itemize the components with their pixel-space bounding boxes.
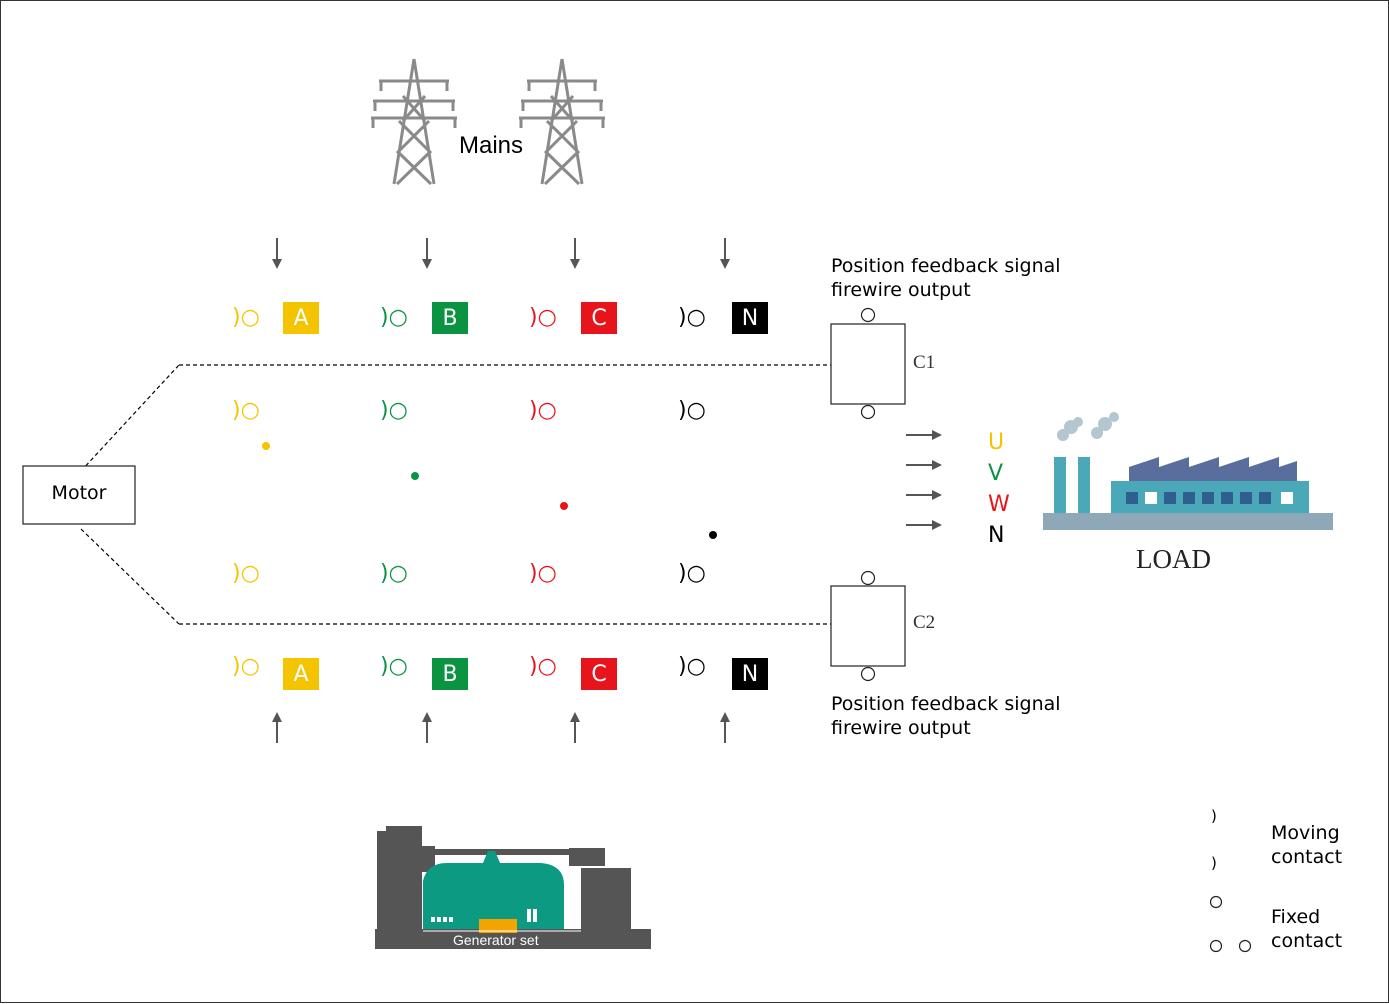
- c1-feedback-note-line2: firewire output: [831, 279, 971, 301]
- phase-box-b: B: [432, 658, 468, 690]
- phase-box-a: A: [283, 302, 319, 334]
- load-label: LOAD: [1136, 544, 1211, 574]
- c2-feedback-note-line2: firewire output: [831, 717, 971, 739]
- moving-contact-dot-c: [560, 502, 568, 510]
- legend-fixed-contact-icon: [1209, 939, 1223, 953]
- switch-c2-box: [830, 585, 906, 667]
- contact-pair: )○: [380, 398, 408, 423]
- legend-fixed-contact-icon: [1209, 895, 1223, 909]
- contact-pair: )○: [232, 654, 260, 679]
- c2-feedback-note-line1: Position feedback signal: [831, 693, 1061, 715]
- switch-c1-terminal: [860, 404, 876, 420]
- moving-contact-dot-n: [709, 531, 717, 539]
- contact-pair: )○: [232, 398, 260, 423]
- contact-pair: )○: [380, 654, 408, 679]
- output-label-w: W: [988, 492, 1010, 517]
- output-label-v: V: [988, 461, 1004, 486]
- switch-c2-label: C2: [913, 612, 936, 633]
- contact-pair: )○: [529, 398, 557, 423]
- phase-box-b: B: [432, 302, 468, 334]
- factory-icon: [1043, 412, 1333, 530]
- legend-fixed-line1: Fixed: [1271, 906, 1321, 928]
- mains-arrows: [272, 238, 730, 269]
- motor-label: Motor: [51, 482, 107, 504]
- c1-feedback-note-line1: Position feedback signal: [831, 255, 1061, 277]
- power-tower-icon: [371, 58, 457, 186]
- contact-pair: )○: [232, 561, 260, 586]
- phase-box-c: C: [581, 302, 617, 334]
- contact-pair: )○: [678, 305, 706, 330]
- generator-arrows: [272, 712, 730, 743]
- output-label-n: N: [988, 523, 1005, 548]
- legend-moving-line1: Moving: [1271, 822, 1340, 844]
- phase-box-a: A: [283, 658, 319, 690]
- phase-box-n: N: [732, 302, 768, 334]
- legend-moving-contact-icon: ): [1211, 854, 1217, 872]
- contact-pair: )○: [529, 561, 557, 586]
- legend-fixed-contact-icon: [1238, 939, 1252, 953]
- contact-pair: )○: [529, 654, 557, 679]
- legend-moving-contact-icon: ): [1211, 807, 1217, 825]
- contact-pair: )○: [380, 561, 408, 586]
- contact-pair: )○: [232, 305, 260, 330]
- contact-pair: )○: [380, 305, 408, 330]
- output-label-u: U: [988, 430, 1005, 455]
- contact-pair: )○: [678, 654, 706, 679]
- generator-label: Generator set: [453, 932, 539, 948]
- moving-contact-dot-b: [411, 472, 419, 480]
- contact-pair: )○: [529, 305, 557, 330]
- motor-box: [22, 465, 136, 525]
- contact-pair: )○: [678, 398, 706, 423]
- motor-linkage: [80, 364, 831, 625]
- switch-c1-terminal: [860, 307, 876, 323]
- mains-label: Mains: [459, 132, 524, 159]
- moving-contact-dot-a: [262, 442, 270, 450]
- generator-icon: [375, 826, 651, 949]
- power-tower-icon: [517, 57, 607, 186]
- phase-box-c: C: [581, 658, 617, 690]
- legend-fixed-line2: contact: [1271, 930, 1343, 952]
- legend-moving-line2: contact: [1271, 846, 1343, 868]
- switch-c1-label: C1: [913, 352, 936, 373]
- switch-c2-terminal: [860, 666, 876, 682]
- switch-c2-terminal: [860, 570, 876, 586]
- switch-c1-box: [830, 323, 906, 405]
- output-arrows: [906, 430, 942, 530]
- contact-pair: )○: [678, 561, 706, 586]
- phase-box-n: N: [732, 658, 768, 690]
